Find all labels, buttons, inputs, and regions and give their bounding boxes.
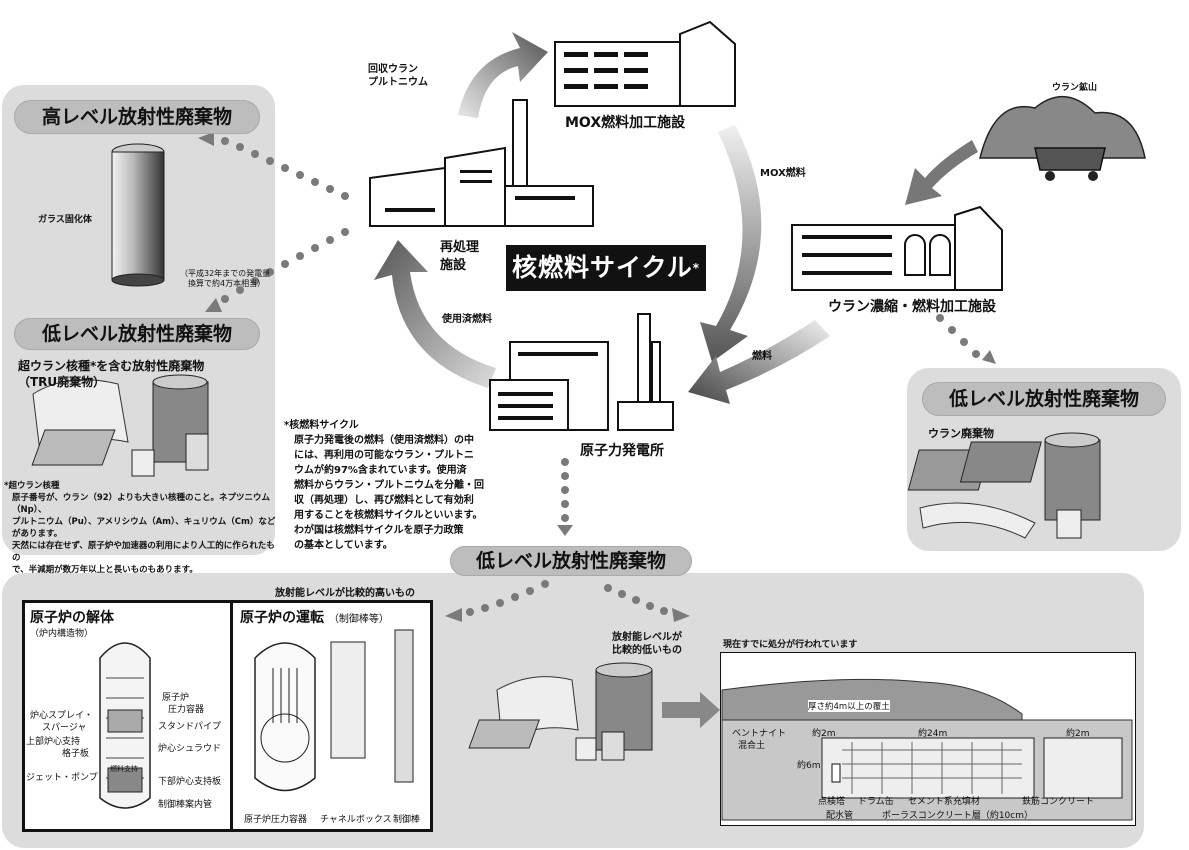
high-level-waste-pill: 高レベル放射性廃棄物 [14,100,260,134]
mox-facility-illustration [554,20,736,107]
op-part-control-rod: 制御棒 [393,815,421,825]
vitrified-note-line1: （平成32年までの発電量 [180,269,271,278]
cycle-note-line: 燃料からウラン・プルトニウムを分離・回 [294,480,484,491]
cycle-title-mark: * [692,261,701,275]
arrow-mox-fuel [700,125,762,362]
tru-label-line1: 超ウラン核種*を含む放射性廃棄物 [18,359,205,373]
bentonite-label-line1: ベントナイト [732,729,787,739]
vitrified-canister-illustration [111,143,165,287]
cycle-note-line: の基本としています。 [294,540,393,551]
arrow-to-disposal [662,692,720,728]
reprocessing-label-line1: 再処理 [440,240,480,255]
cycle-note: *核燃料サイクル 原子力発電後の燃料（使用済燃料）の中 には、再利用の可能なウラ… [284,418,524,553]
cycle-note-line: ウムが約97%含まれています。使用済 [294,465,467,476]
cement-label: セメント系充填材 [908,797,980,807]
op-part-channel-box: チャネルボックス [320,815,392,825]
reactor-part-upper-support-line1: 上部炉心支持 [26,737,81,747]
operation-title: 原子炉の運転 （制御棒等） [240,607,389,627]
transuranic-note-line: プルトニウム（Pu）、アメリシウム（Am）、キュリウム（Cm）などがあります。 [12,517,276,539]
op-part-vessel: 原子炉圧力容器 [244,815,308,825]
operation-subtitle: （制御棒等） [328,614,389,625]
disposal-cross-section [721,678,1133,821]
porous-label: ポーラスコンクリート層（約10cm） [882,811,1033,821]
uranium-waste-label: ウラン廃棄物 [928,427,994,440]
dismantle-title: 原子炉の解体 [30,607,114,627]
operation-title-text: 原子炉の運転 [240,610,324,626]
vitrified-note-line2: 換算で約4万本相当） [188,279,266,288]
cycle-title: 核燃料サイクル* [506,245,706,291]
dismantle-title-text: 原子炉の解体 [30,610,114,626]
low-level-waste-pill-left: 低レベル放射性廃棄物 [14,318,260,350]
dim-2m-right: 約2m [1066,729,1090,739]
rebar-label: 鉄筋コンクリート [1022,797,1095,807]
arrow-mine [905,140,978,205]
arrow-fuel [688,320,830,404]
mox-facility-label: MOX燃料加工施設 [565,115,686,131]
drum-label: ドラム缶 [858,797,894,807]
mox-fuel-label: MOX燃料 [760,168,806,179]
lower-level-label-line1: 放射能レベルが [612,632,682,643]
cycle-note-line: 収（再処理）し、再び燃料として有効利 [294,495,474,506]
enrichment-facility-label: ウラン濃縮・燃料加工施設 [828,299,996,315]
enrichment-facility-illustration [791,205,1003,291]
arrow-spent [374,240,496,388]
cycle-note-line: には、再利用の可能なウラン・プルトニ [294,450,474,461]
recovered-label-line2: プルトニウム [368,77,428,88]
higher-level-label: 放射能レベルが比較的高いもの [275,588,415,599]
cover-label: 厚さ約4m以上の覆土 [808,700,890,712]
cycle-note-line: 原子力発電後の燃料（使用済燃料）の中 [294,435,474,446]
reactor-part-shroud: 炉心シュラウド [158,744,222,754]
transuranic-note-title: *超ウラン核種 [4,481,60,491]
reactor-part-upper-support-line2: 格子板 [62,749,90,759]
cycle-note-title: *核燃料サイクル [284,420,359,431]
reactor-part-vessel-line1: 原子炉 [162,693,190,703]
cycle-note-line: わが国は核燃料サイクルを原子力政策 [294,525,464,536]
low-level-drum-illustration [468,662,653,761]
fuel-label: 燃料 [752,351,772,362]
inspection-label: 点検塔 [818,797,846,807]
low-level-waste-pill-bottom: 低レベル放射性廃棄物 [450,546,692,576]
operation-illustration [254,629,414,792]
dim-2m-left: 約2m [812,729,836,739]
arrow-recovered [458,32,548,118]
reactor-part-vessel-line2: 圧力容器 [168,705,205,715]
reprocessing-facility-illustration [369,99,594,227]
recovered-label-line1: 回収ウラン [368,64,418,75]
disposal-title: 現在すでに処分が行われています [723,640,858,650]
drain-label: 配水管 [826,811,854,821]
uranium-waste-illustration [907,432,1101,539]
reactor-vessel-illustration [99,642,151,809]
reactor-part-lower-support: 下部炉心支持板 [158,777,222,787]
tru-label-line2: （TRU廃棄物） [18,375,106,389]
tru-waste-illustration [31,374,209,477]
reactor-part-fuel-support: 燃料支持 [110,765,138,773]
cycle-title-text: 核燃料サイクル [511,253,693,282]
reprocessing-label-line2: 施設 [440,258,467,273]
dim-24m: 約24m [918,729,948,739]
dismantle-subtitle: （炉内構造物） [30,629,94,639]
dim-6m: 約6m [797,761,821,771]
power-plant-illustration [489,313,674,431]
reactor-part-jet-pump: ジェット・ポンプ [26,773,98,783]
cycle-note-line: 用することを核燃料サイクルといいます。 [294,510,483,521]
reactor-part-spray-line1: 炉心スプレイ・ [30,711,94,721]
reactor-part-guide-tube: 制御棒案内管 [158,800,213,810]
reactor-box-divider [230,603,233,829]
vitrified-label: ガラス固化体 [38,215,92,225]
bentonite-label-line2: 混合土 [738,741,766,751]
spent-fuel-label: 使用済燃料 [442,314,492,325]
mine-label: ウラン鉱山 [1052,83,1098,93]
transuranic-note-line: 原子番号が、ウラン（92）よりも大きい核種のこと。ネプツニウム（Np）、 [12,493,270,515]
transuranic-note-line: 天然には存在せず、原子炉や加速器の利用により人工的に作られたもの [12,541,275,563]
transuranic-note-line: で、半減期が数万年以上と長いものもあります。 [12,565,198,575]
transuranic-note: *超ウラン核種 原子番号が、ウラン（92）よりも大きい核種のこと。ネプツニウム（… [4,480,280,576]
uranium-mine-illustration [979,95,1146,181]
power-plant-label: 原子力発電所 [580,443,664,459]
low-level-waste-pill-right: 低レベル放射性廃棄物 [922,382,1166,416]
lower-level-label-line2: 比較的低いもの [612,645,682,656]
reactor-part-spray-line2: スパージャ [42,723,87,733]
reactor-part-standpipe: スタンドパイプ [158,722,222,732]
